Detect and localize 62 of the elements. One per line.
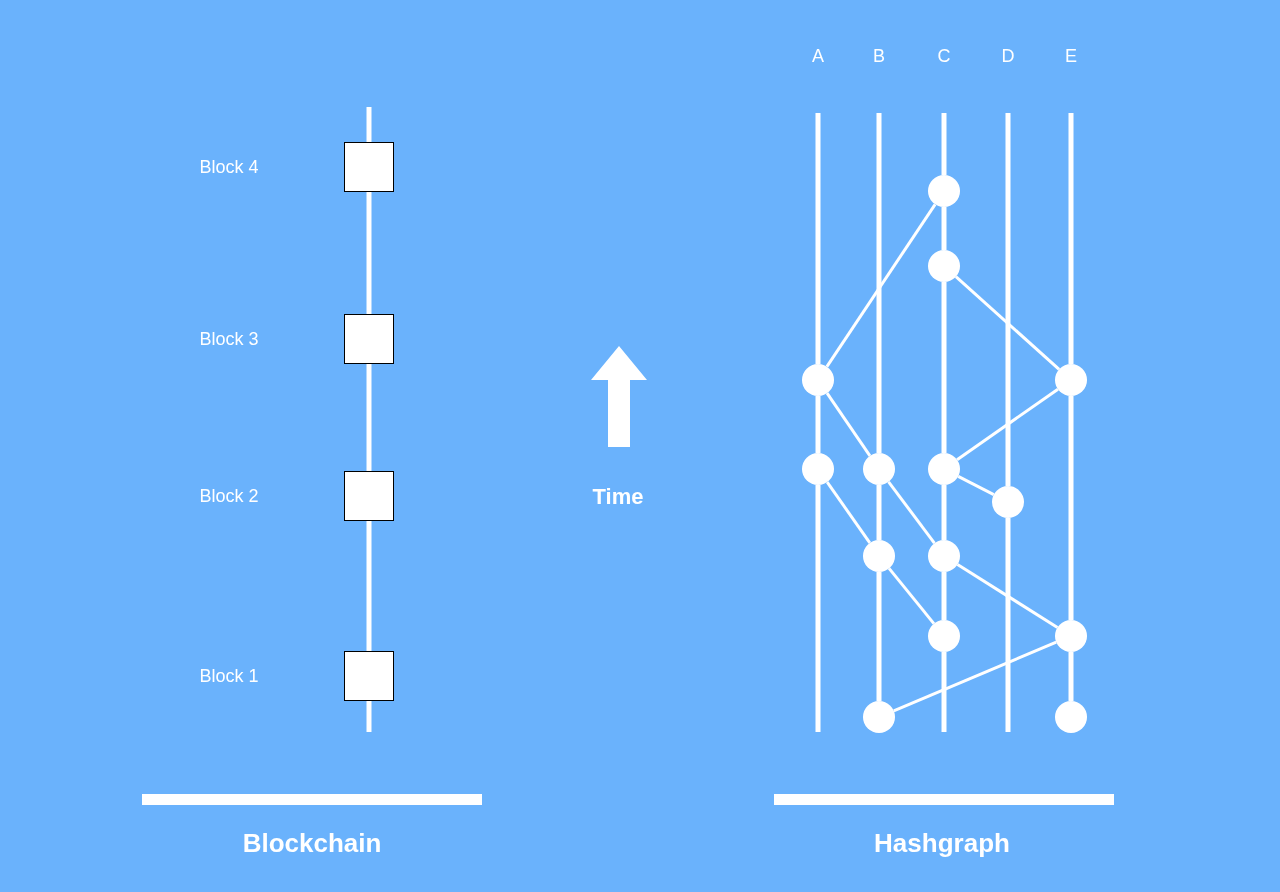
section-title: Blockchain (242, 827, 382, 859)
timeline-line (815, 113, 821, 364)
timeline-line (876, 113, 882, 453)
block-label: Block 2 (199, 485, 259, 507)
event-circle (928, 540, 960, 572)
timeline-line (815, 485, 821, 732)
timeline-line (366, 701, 372, 732)
lane-letter: B (873, 45, 885, 67)
block-label: Block 1 (199, 665, 259, 687)
timeline-line (941, 207, 947, 250)
event-circle (802, 453, 834, 485)
connector-line (825, 392, 872, 457)
timeline-line (366, 364, 372, 471)
event-circle (928, 453, 960, 485)
timeline-line (1068, 113, 1074, 364)
timeline-line (941, 113, 947, 175)
timeline-line (366, 521, 372, 651)
block-square (344, 471, 394, 521)
block-label: Block 3 (199, 328, 259, 350)
connector-line (887, 480, 936, 545)
timeline-line (815, 396, 821, 453)
connector-line (956, 387, 1059, 462)
connector-line (893, 640, 1057, 713)
event-circle (863, 540, 895, 572)
connector-line (825, 203, 937, 368)
timeline-line (1068, 396, 1074, 620)
event-circle (863, 701, 895, 733)
timeline-line (1005, 518, 1011, 732)
timeline-line (941, 485, 947, 540)
lane-letter: A (812, 45, 824, 67)
block-square (344, 314, 394, 364)
timeline-line (876, 485, 882, 540)
connector-line (956, 563, 1059, 629)
lane-letter: C (937, 45, 951, 67)
event-circle (928, 250, 960, 282)
connector-line (954, 275, 1061, 371)
event-circle (1055, 701, 1087, 733)
event-circle (1055, 620, 1087, 652)
event-circle (863, 453, 895, 485)
timeline-line (1068, 652, 1074, 701)
lane-letter: D (1001, 45, 1015, 67)
timeline-line (876, 572, 882, 701)
timeline-line (941, 572, 947, 620)
section-title: Hashgraph (874, 827, 1010, 859)
timeline-line (366, 107, 372, 142)
block-square (344, 142, 394, 192)
connector-line (825, 481, 872, 544)
event-circle (928, 620, 960, 652)
timeline-line (941, 652, 947, 732)
timeline-line (941, 282, 947, 453)
event-circle (928, 175, 960, 207)
block-label: Block 4 (199, 156, 259, 178)
timeline-line (366, 192, 372, 314)
axis-label: Time (592, 484, 644, 510)
event-circle (1055, 364, 1087, 396)
timeline-line (1005, 113, 1011, 486)
block-square (344, 651, 394, 701)
connector-line (957, 475, 995, 496)
connector-line (887, 567, 936, 625)
lane-letter: E (1065, 45, 1077, 67)
event-circle (802, 364, 834, 396)
event-circle (992, 486, 1024, 518)
